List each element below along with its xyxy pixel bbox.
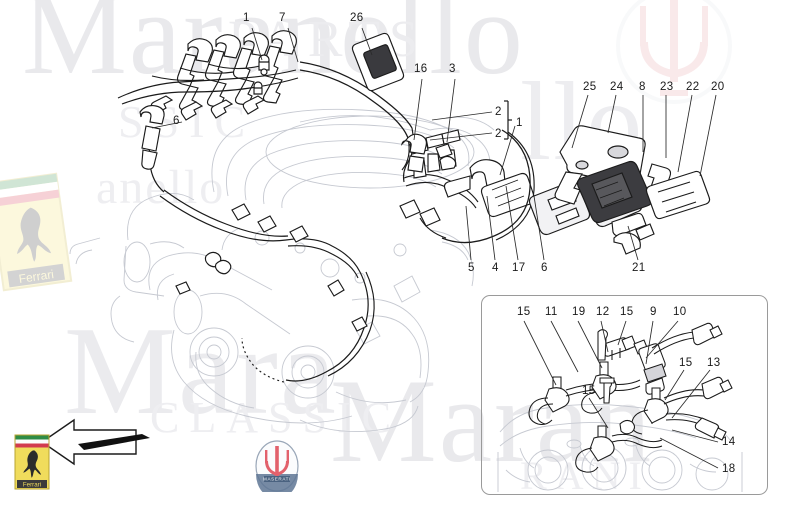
callout-label-6: 6 [173,115,180,127]
leader-line-11 [550,320,579,373]
leader-line-4 [486,195,496,261]
callout-label-13: 13 [707,357,721,369]
leader-line-12 [600,320,609,353]
footer-branding: Ferrari Maranello CLASSIC PARTS MASERATI [0,416,340,505]
callout-label-5: 5 [468,262,475,274]
callout-label-14: 14 [722,436,736,448]
mounting-bracket-assembly [554,125,711,255]
maserati-badge-icon: MASERATI [254,440,300,492]
callout-label-23: 23 [660,81,674,93]
leader-line-25 [571,94,589,149]
leader-line-2 [431,111,493,121]
callout-label-15: 15 [582,385,596,397]
leader-line-21 [627,225,639,261]
callout-label-10: 10 [673,306,687,318]
callout-label-6: 6 [541,262,548,274]
harness-clip-2 [253,81,263,95]
leader-line-17 [505,185,519,261]
callout-label-1: 1 [516,117,523,129]
sensor-16-3 [400,133,457,173]
leader-line-1 [251,27,263,61]
callout-label-18: 18 [722,463,736,475]
leader-line-5 [465,205,472,261]
callout-label-2: 2 [495,106,502,118]
leader-line-3 [446,78,456,143]
ferrari-badge-icon: Ferrari [14,434,50,490]
callout-label-15: 15 [620,306,634,318]
leader-line-19 [577,320,603,369]
callout-label-16: 16 [414,63,428,75]
leader-line-24 [607,94,617,134]
inset-detail-drawing [497,320,743,492]
spark-plug-lead-left [139,105,165,170]
harness-connectors-mid [204,203,368,332]
component-26-pad [351,32,405,92]
callout-label-12: 12 [596,306,610,318]
callout-label-22: 22 [686,81,700,93]
callout-label-7: 7 [279,12,286,24]
callout-label-2: 2 [495,128,502,140]
leader-line-6 [151,121,183,129]
callout-label-1: 1 [243,12,250,24]
leader-line-16 [413,78,423,141]
callout-label-11: 11 [545,306,558,318]
leader-line-15 [664,369,685,401]
leader-line-22 [677,94,693,173]
leader-line-2 [429,132,493,141]
leader-line-10 [645,320,679,359]
callout-label-24: 24 [610,81,624,93]
knock-sensor-assembly [443,159,536,218]
ferrari-badge-label: Ferrari [23,481,41,488]
wiring-harness [117,30,711,383]
group-bracket-2-1 [504,100,512,140]
callout-label-8: 8 [639,81,646,93]
callout-label-21: 21 [632,262,646,274]
leader-line-15 [588,397,609,429]
callout-label-15: 15 [679,357,693,369]
callout-label-26: 26 [350,12,364,24]
maserati-badge-label: MASERATI [263,477,291,482]
leader-line-15 [523,320,557,386]
callout-label-3: 3 [449,63,456,75]
callout-label-9: 9 [650,306,657,318]
leader-line-18 [659,437,719,469]
leader-line-13 [671,369,711,419]
leader-line-20 [699,94,717,177]
callout-label-25: 25 [583,81,597,93]
leader-line-1 [499,125,516,176]
arrow-left-icon [40,418,150,466]
leader-line-15 [617,320,627,346]
leader-line-7 [287,27,299,63]
inset-detail-panel [481,295,768,495]
leader-line-6 [533,195,545,261]
callout-label-17: 17 [512,262,526,274]
ignition-coil-group [150,30,297,121]
leader-line-26 [361,27,373,56]
callout-label-4: 4 [492,262,499,274]
leader-line-14 [671,429,719,443]
callout-label-19: 19 [572,306,586,318]
harness-clip-1 [258,54,270,76]
callout-leader-lines [151,27,717,261]
callout-label-15: 15 [517,306,531,318]
callout-label-20: 20 [711,81,725,93]
